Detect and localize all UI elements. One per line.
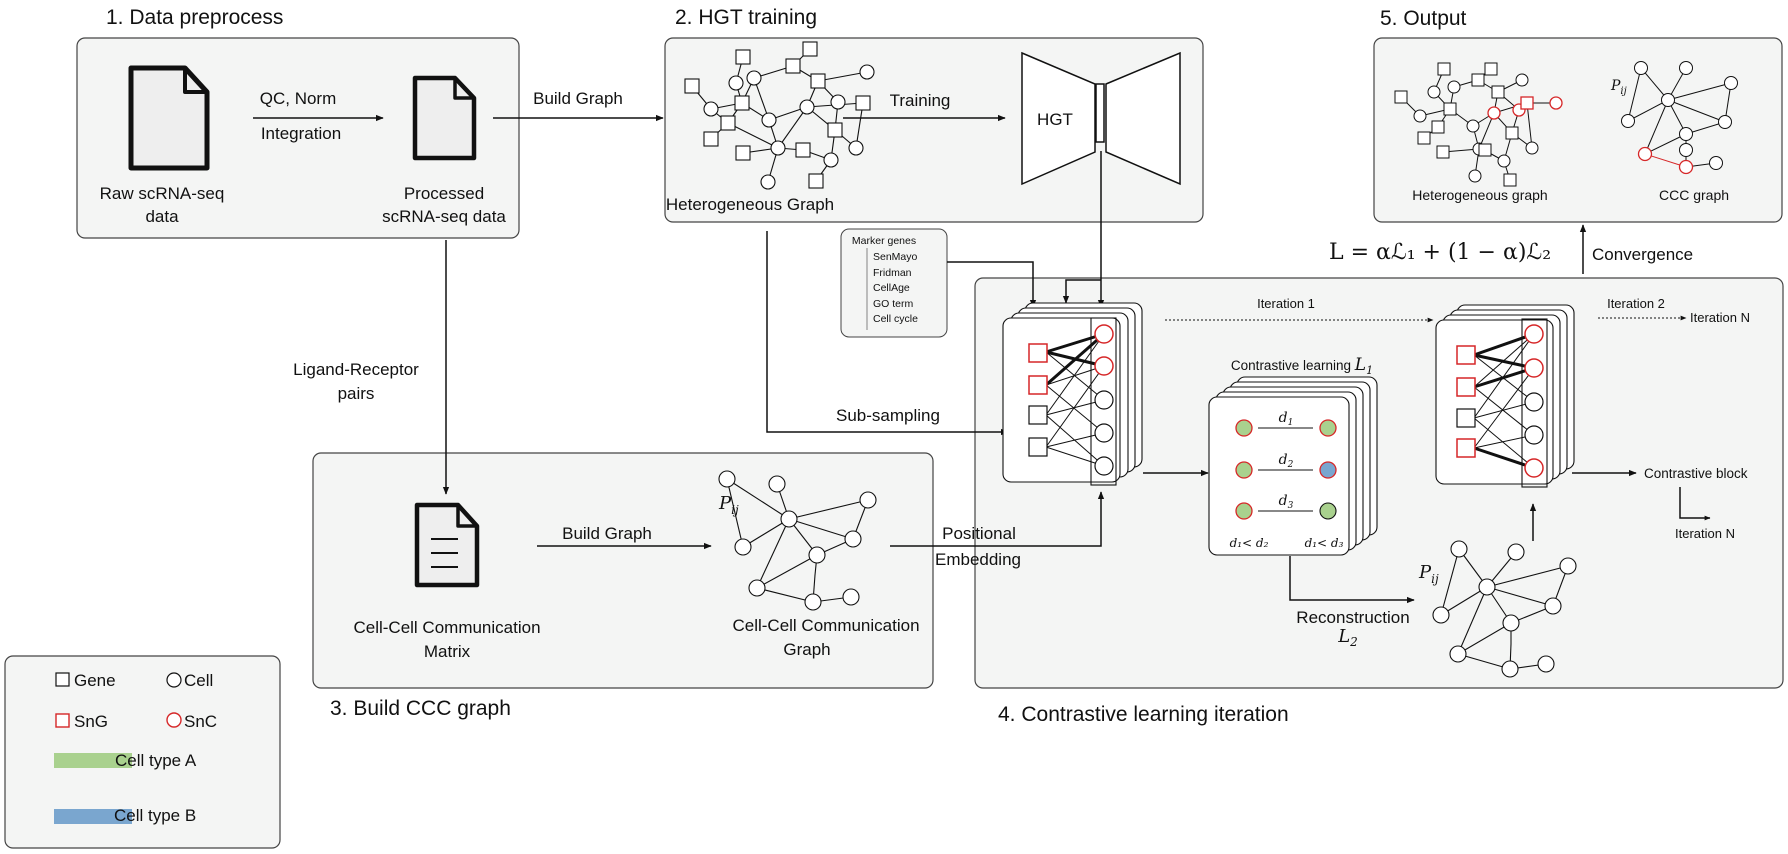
contrastive-block-label: Contrastive block	[1644, 466, 1748, 481]
hetero-graph-label: Heterogeneous Graph	[666, 195, 834, 214]
subsampling-arrow	[766, 231, 1009, 436]
legend-type-b-swatch	[54, 809, 132, 824]
hgt-model-label: HGT	[1037, 110, 1073, 129]
hgt-model-icon	[1021, 51, 1181, 186]
bipartite-stack-2	[1435, 304, 1575, 488]
qc-norm-label: QC, Norm	[260, 89, 337, 108]
bipartite-stack-1	[1002, 302, 1143, 486]
iteration-n-bottom-arrow	[1679, 487, 1711, 521]
reconstructed-graph	[1432, 540, 1577, 678]
legend-sng-label: SnG	[74, 712, 108, 731]
loss-formula: L = αℒ₁ + (1 − α)ℒ₂	[1329, 240, 1551, 265]
iteration-n-bottom-label: Iteration N	[1675, 526, 1735, 541]
reconstruction-loss: L2	[1337, 626, 1358, 649]
subsampling-label: Sub-sampling	[836, 406, 940, 425]
legend-cell-icon	[166, 672, 182, 688]
recon-pij-label: Pij	[1418, 562, 1439, 586]
reconstruction-arrow	[1289, 556, 1415, 604]
ccc-pij-label: Pij	[718, 493, 739, 517]
iteration-n-top-label: Iteration N	[1690, 310, 1750, 325]
marker-genes-title: Marker genes	[852, 235, 916, 247]
raw-data-label-1: Raw scRNA-seq	[100, 184, 225, 203]
marker-item-goterm: GO term	[873, 298, 914, 310]
marker-arrow-hgt-branch	[1062, 279, 1101, 304]
marker-item-cellage: CellAge	[873, 282, 910, 294]
section-title-output: 5. Output	[1380, 7, 1467, 30]
processed-data-label-1: Processed	[404, 184, 484, 203]
ccc-graph-label-1: Cell-Cell Communication	[732, 616, 919, 635]
panel-contrastive	[974, 277, 1784, 689]
section-title-contrastive: 4. Contrastive learning iteration	[998, 703, 1289, 726]
ccc-graph	[718, 470, 877, 611]
output-ccc-graph	[1621, 61, 1738, 175]
build-graph-label-top: Build Graph	[533, 89, 623, 108]
iteration2-label: Iteration 2	[1607, 296, 1665, 311]
marker-item-senmayo: SenMayo	[873, 251, 918, 263]
contrastive-learning-stack	[1208, 376, 1378, 556]
positional-embedding-arrow	[890, 491, 1105, 547]
output-hetero-graph-label: Heterogeneous graph	[1412, 187, 1547, 203]
marker-arrow-1	[947, 261, 1037, 308]
reconstruction-label: Reconstruction	[1296, 608, 1409, 627]
section-title-hgt: 2. HGT training	[675, 6, 817, 29]
positional-embedding-label-1: Positional	[942, 524, 1016, 543]
cl-title: Contrastive learning L1	[1231, 355, 1373, 377]
training-label: Training	[890, 91, 951, 110]
iteration1-label: Iteration 1	[1257, 296, 1315, 311]
legend-sng-icon	[55, 713, 70, 728]
marker-genes-box	[840, 228, 948, 338]
lr-pairs-label-1: Ligand-Receptor	[293, 360, 419, 379]
legend-type-a-swatch	[54, 753, 132, 768]
raw-data-label-2: data	[145, 207, 179, 226]
legend-type-b-label: Cell type B	[114, 806, 196, 825]
ccc-graph-label-2: Graph	[783, 640, 830, 659]
integration-label: Integration	[261, 124, 341, 143]
d3-label: d3	[1279, 493, 1294, 511]
output-heterogeneous-graph	[1394, 62, 1563, 187]
convergence-label: Convergence	[1592, 245, 1693, 264]
processed-data-label-2: scRNA-seq data	[382, 207, 506, 226]
marker-item-cellcycle: Cell cycle	[873, 313, 918, 325]
output-pij-label: Pij	[1610, 78, 1627, 97]
ccc-matrix-label-2: Matrix	[424, 642, 471, 661]
d1-label: d1	[1279, 410, 1294, 428]
processed-document-icon	[412, 75, 477, 161]
inequality-2: d₁< d₃	[1305, 536, 1344, 550]
legend-cell-label: Cell	[184, 671, 213, 690]
legend-gene-label: Gene	[74, 671, 116, 690]
marker-item-fridman: Fridman	[873, 267, 912, 279]
d2-label: d2	[1279, 452, 1294, 470]
build-graph-label-ccc: Build Graph	[562, 524, 652, 543]
raw-document-icon	[128, 65, 210, 171]
legend-snc-label: SnC	[184, 712, 217, 731]
legend-snc-icon	[166, 712, 182, 728]
ccc-matrix-document-icon	[414, 502, 480, 588]
ccc-matrix-label-1: Cell-Cell Communication	[353, 618, 540, 637]
output-ccc-graph-label: CCC graph	[1659, 187, 1729, 203]
section-title-ccc: 3. Build CCC graph	[330, 697, 511, 720]
positional-embedding-label-2: Embedding	[935, 550, 1021, 569]
section-title-preprocess: 1. Data preprocess	[106, 6, 283, 29]
heterogeneous-graph	[684, 41, 875, 190]
legend-gene-icon	[55, 672, 70, 687]
panel-build-ccc	[312, 452, 934, 689]
legend-type-a-label: Cell type A	[115, 751, 197, 770]
panel-legend	[4, 655, 281, 849]
inequality-1: d₁< d₂	[1230, 536, 1269, 550]
lr-pairs-label-2: pairs	[338, 384, 375, 403]
